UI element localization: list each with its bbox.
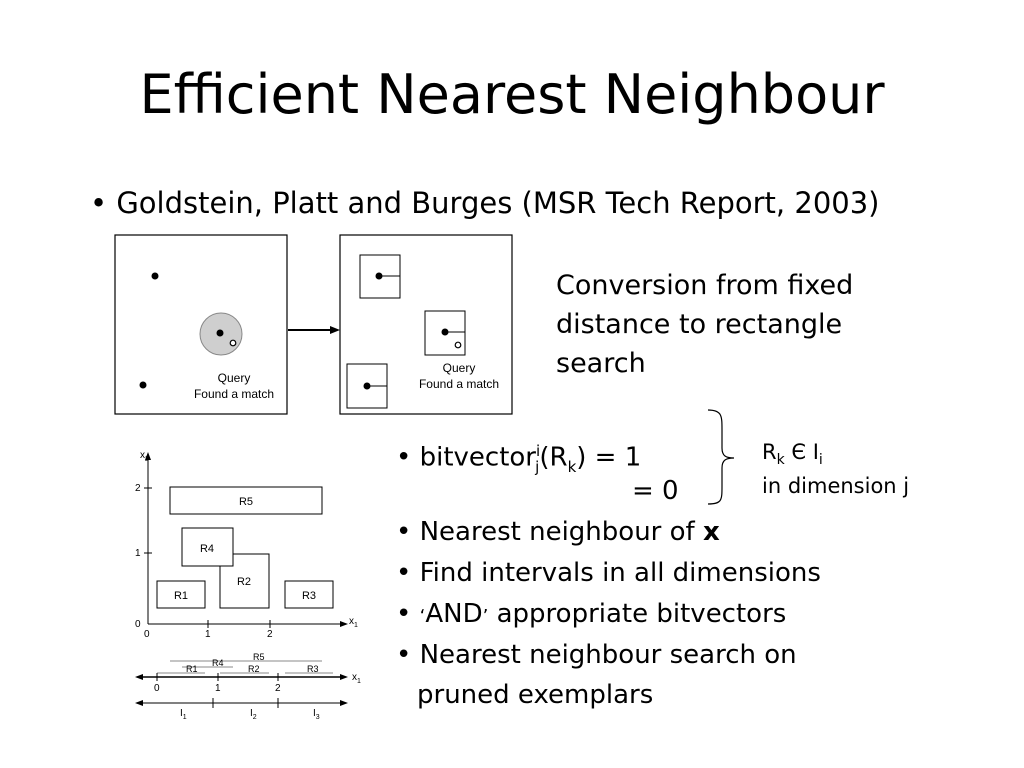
search-rectangle <box>424 310 466 356</box>
exemplar-point <box>139 381 147 389</box>
interval-i2: I2 <box>250 708 257 721</box>
rect-r5 <box>169 486 323 515</box>
y-tick: 0 <box>135 619 141 630</box>
bullet-and-bitvectors: • ‘AND’ appropriate bitvectors <box>396 599 787 629</box>
brace-icon <box>707 409 735 505</box>
rect-r1 <box>156 580 206 609</box>
matched-point <box>216 329 224 337</box>
rect-r4 <box>181 527 234 567</box>
conversion-caption: Conversion from fixed distance to rectan… <box>556 270 854 379</box>
condition-line-2: in dimension j <box>762 474 910 498</box>
rect-r2 <box>219 553 270 609</box>
bitvector-zero: = 0 <box>632 476 679 506</box>
interval-axis-label: x1 <box>352 672 361 685</box>
fixed-distance-figure: Query Found a match <box>114 234 288 415</box>
query-point <box>454 341 462 349</box>
svg-text:R1: R1 <box>186 664 198 674</box>
rectangle-intervals-figure: x2 x1 0 1 2 0 1 2 R1 R2 R3 R4 R5 R5 R4 R… <box>135 450 361 721</box>
svg-text:2: 2 <box>275 683 281 694</box>
found-match-label: Found a match <box>194 387 274 401</box>
x-tick: 2 <box>267 629 273 640</box>
y-axis-label: x2 <box>140 450 149 463</box>
slide-title: Efficient Nearest Neighbour <box>139 63 885 126</box>
svg-text:R1: R1 <box>174 590 188 602</box>
exemplar-point <box>363 382 371 390</box>
bullet-nearest-neighbour: • Nearest neighbour of x <box>396 517 720 547</box>
query-label: Query <box>443 361 476 375</box>
svg-text:1: 1 <box>215 683 221 694</box>
y-tick: 2 <box>135 483 141 494</box>
interval-i1: I1 <box>180 708 187 721</box>
svg-text:R2: R2 <box>248 664 260 674</box>
svg-text:R5: R5 <box>239 496 253 508</box>
citation-bullet: • Goldstein, Platt and Burges (MSR Tech … <box>90 186 880 220</box>
interval-i3: I3 <box>313 708 320 721</box>
svg-text:0: 0 <box>154 683 160 694</box>
condition-line-1: Rk Є Ii <box>762 440 823 469</box>
svg-text:R3: R3 <box>307 664 319 674</box>
svg-text:R4: R4 <box>212 658 224 668</box>
bitvector-bullet: • bitvectorij(Rk) = 1 <box>396 442 642 476</box>
rect-r3 <box>284 580 334 609</box>
x-tick: 0 <box>144 629 150 640</box>
exemplar-point <box>151 272 159 280</box>
found-match-label: Found a match <box>419 377 499 391</box>
x-tick: 1 <box>205 629 211 640</box>
query-label: Query <box>218 371 251 385</box>
query-point <box>229 339 237 347</box>
svg-text:R5: R5 <box>253 652 265 662</box>
matched-point <box>441 328 449 336</box>
bullet-search-pruned: • Nearest neighbour search on <box>396 640 797 670</box>
y-tick: 1 <box>135 548 141 559</box>
conversion-arrow <box>288 326 340 334</box>
bullet-search-pruned-cont: pruned exemplars <box>417 680 654 710</box>
svg-text:R4: R4 <box>200 543 214 555</box>
x-axis-label: x1 <box>349 616 358 629</box>
exemplar-point <box>375 272 383 280</box>
bullet-find-intervals: • Find intervals in all dimensions <box>396 558 821 588</box>
svg-text:R2: R2 <box>237 576 251 588</box>
svg-text:R3: R3 <box>302 590 316 602</box>
rectangle-search-figure: Query Found a match <box>339 234 513 415</box>
